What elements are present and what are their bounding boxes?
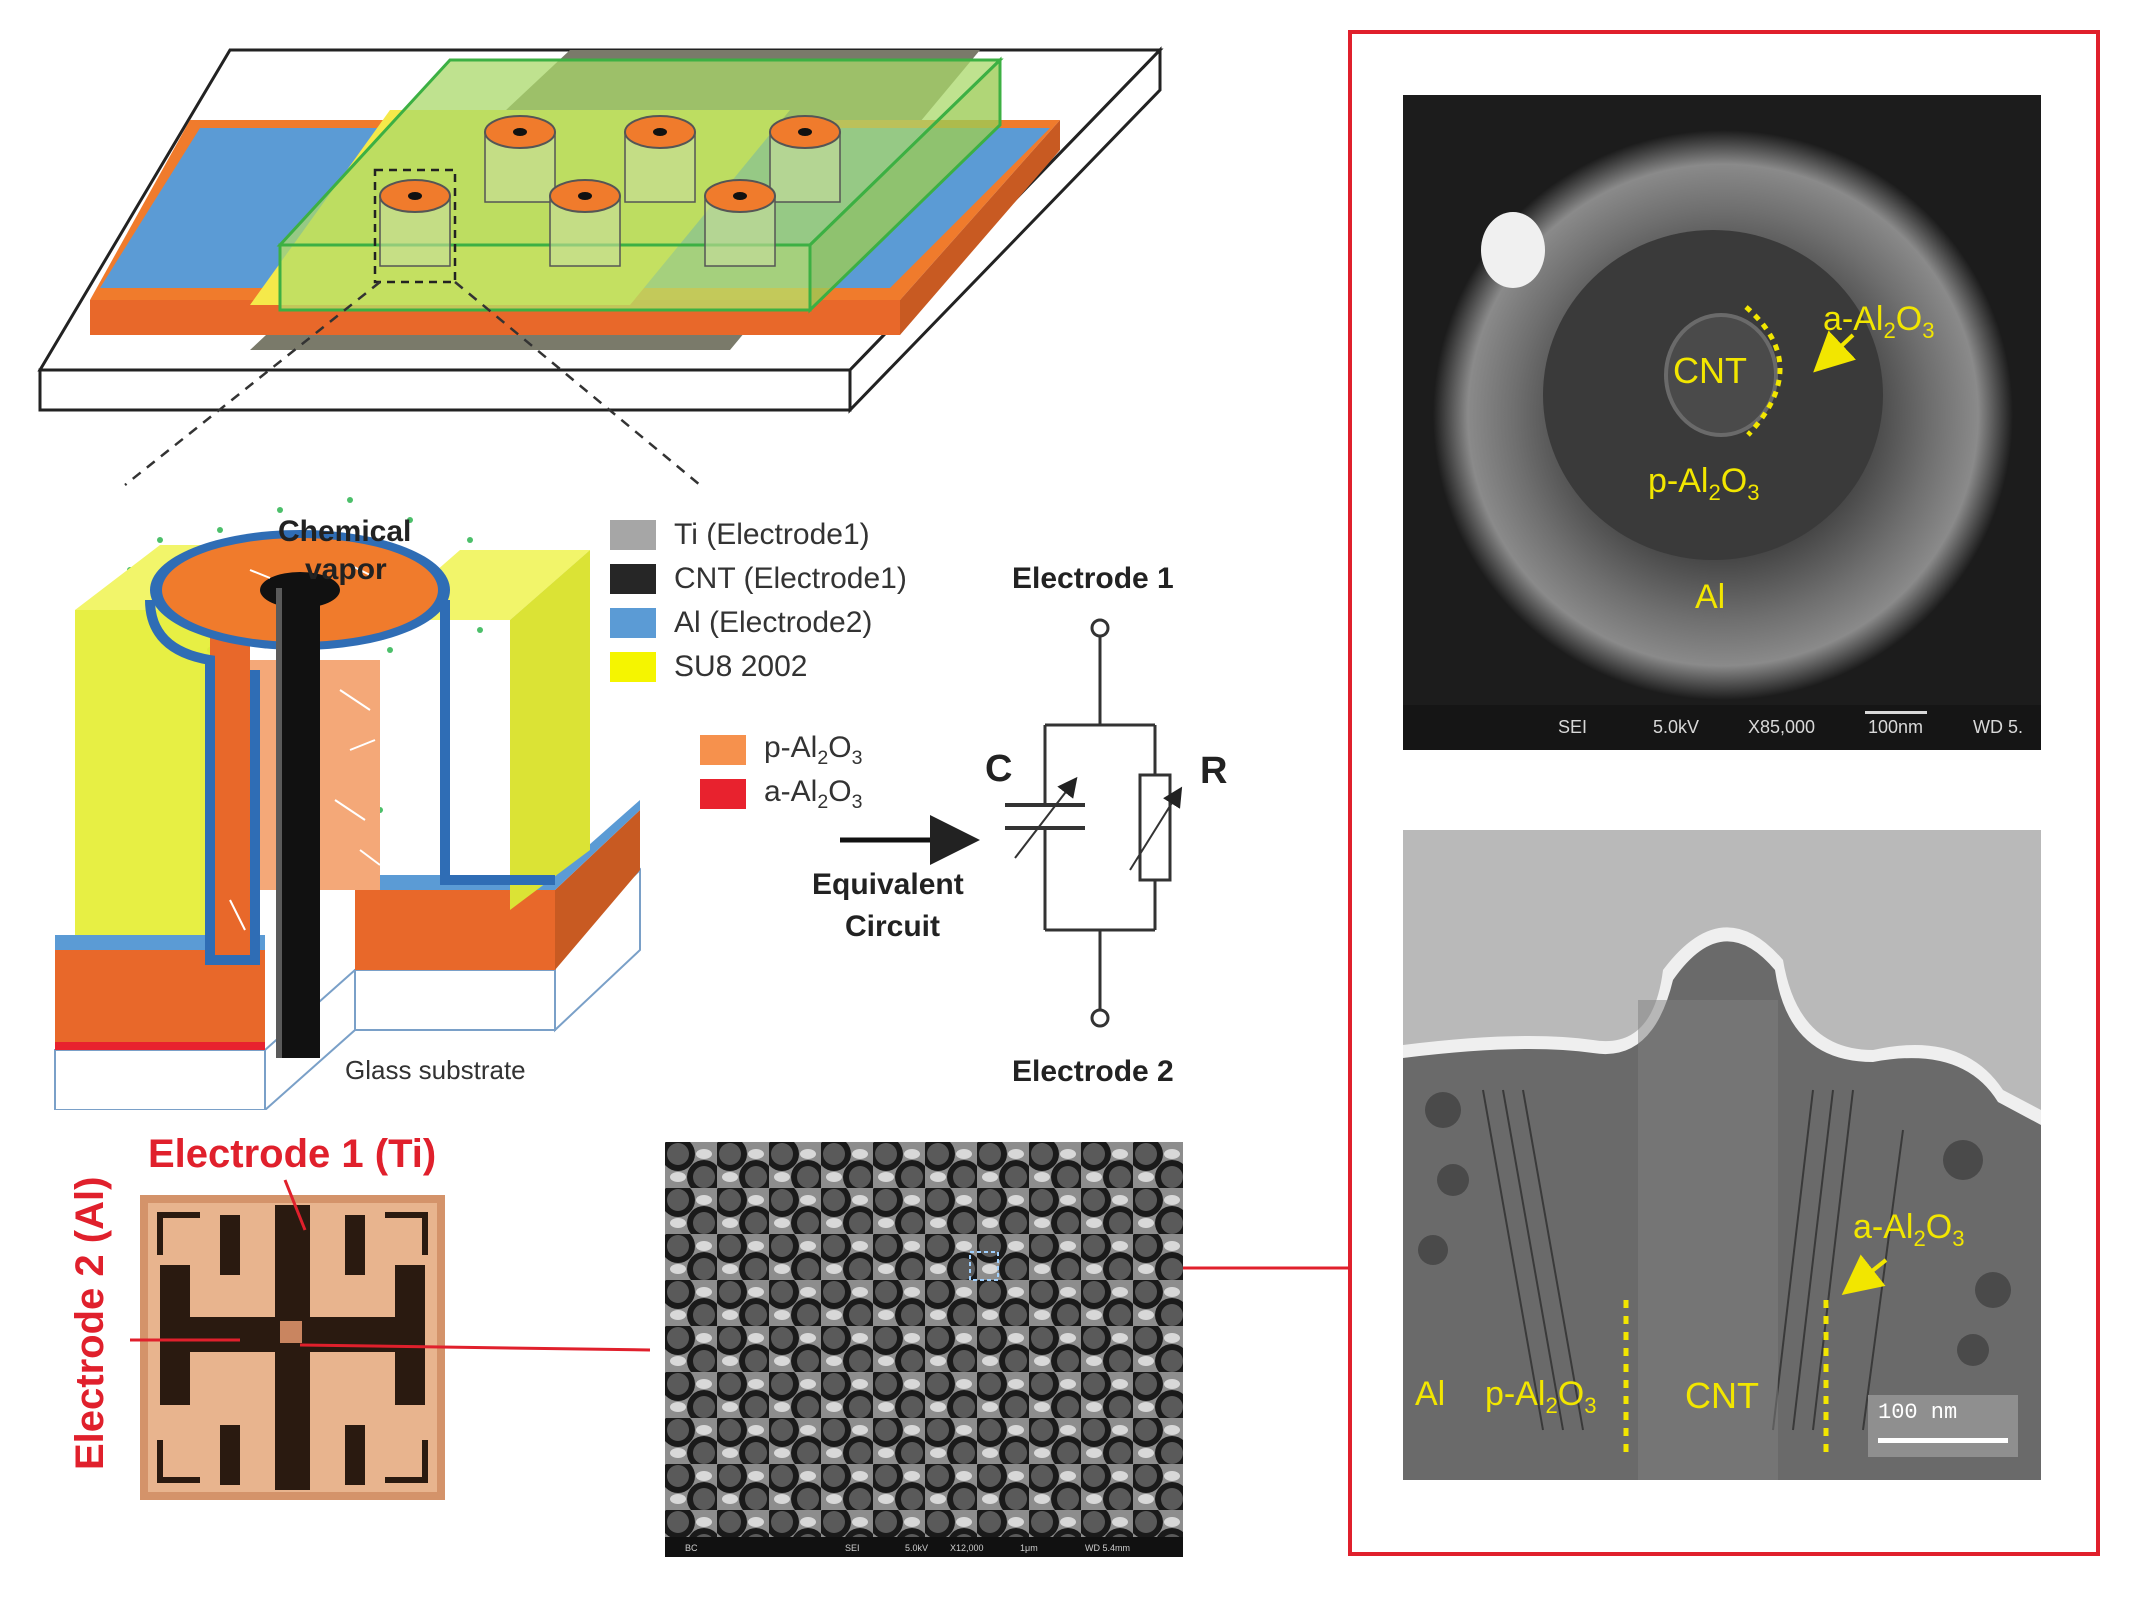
resistor-label: R [1200,750,1228,792]
substrate-label: Glass substrate [345,1055,526,1085]
sem-top-al-label: Al [1695,578,1726,616]
sem-mid-info-4: 1μm [1020,1543,1038,1553]
pillar-array [379,115,841,267]
sem-mid-info-2: 5.0kV [905,1543,928,1553]
legend-2: p-Al2O3 a-Al2O3 [700,730,920,820]
photo-electrode-1-label: Electrode 1 (Ti) [148,1132,437,1176]
legend-item-p-al2o3: p-Al2O3 [700,730,862,770]
legend-item-ti: Ti (Electrode1) [610,515,870,555]
sem-top-a-al2o3-label: a-Al2O3 [1823,300,1935,343]
sem-mid-info-1: SEI [845,1543,860,1553]
device-3d-view [37,46,1164,414]
sem-top-view-image: SEI 5.0kV X85,000 100nm WD 5. [1403,95,2041,750]
tem-cross-section-image: 100 nm [1403,830,2041,1480]
cross-section-diagram [54,497,641,1110]
chemical-vapor-label-1: Chemical [278,515,412,548]
chemical-vapor-label-2: vapor [305,553,387,586]
legend-item-su8: SU8 2002 [610,647,807,687]
sem-top-info: SEI 5.0kV X85,000 100nm WD 5. [1558,717,2024,737]
tem-a-al2o3-label: a-Al2O3 [1853,1208,1965,1251]
sem-mid-info-5: WD 5.4mm [1085,1543,1130,1553]
equivalent-circuit-label-2: Circuit [845,910,941,943]
tem-cnt-label: CNT [1685,1375,1759,1416]
sem-top-p-al2o3-label: p-Al2O3 [1648,462,1760,505]
equivalent-circuit [840,618,1183,1028]
electrode-1-label: Electrode 1 [1012,562,1174,595]
legend: Ti (Electrode1) CNT (Electrode1) Al (Ele… [610,515,930,695]
sem-pore-array-image: BC SEI 5.0kV X12,000 1μm WD 5.4mm [665,1142,1183,1557]
sem-top-annotations [1744,305,1857,437]
tem-scale-label: 100 nm [1878,1400,1958,1425]
zoom-box [373,168,457,284]
tem-al-label: Al [1415,1375,1446,1413]
capacitor-label: C [985,748,1013,790]
sem-top-cnt-label: CNT [1673,350,1747,391]
sem-mid-info-3: X12,000 [950,1543,984,1553]
legend-item-cnt: CNT (Electrode1) [610,559,907,599]
electrode-2-label: Electrode 2 [1012,1055,1174,1088]
tem-annotations [1623,1254,1888,1460]
legend-item-a-al2o3: a-Al2O3 [700,774,862,814]
legend-item-al: Al (Electrode2) [610,603,872,643]
tem-p-al2o3-label: p-Al2O3 [1485,1375,1597,1418]
equivalent-circuit-label-1: Equivalent [812,868,964,901]
sem-mid-info-0: BC [685,1543,698,1553]
